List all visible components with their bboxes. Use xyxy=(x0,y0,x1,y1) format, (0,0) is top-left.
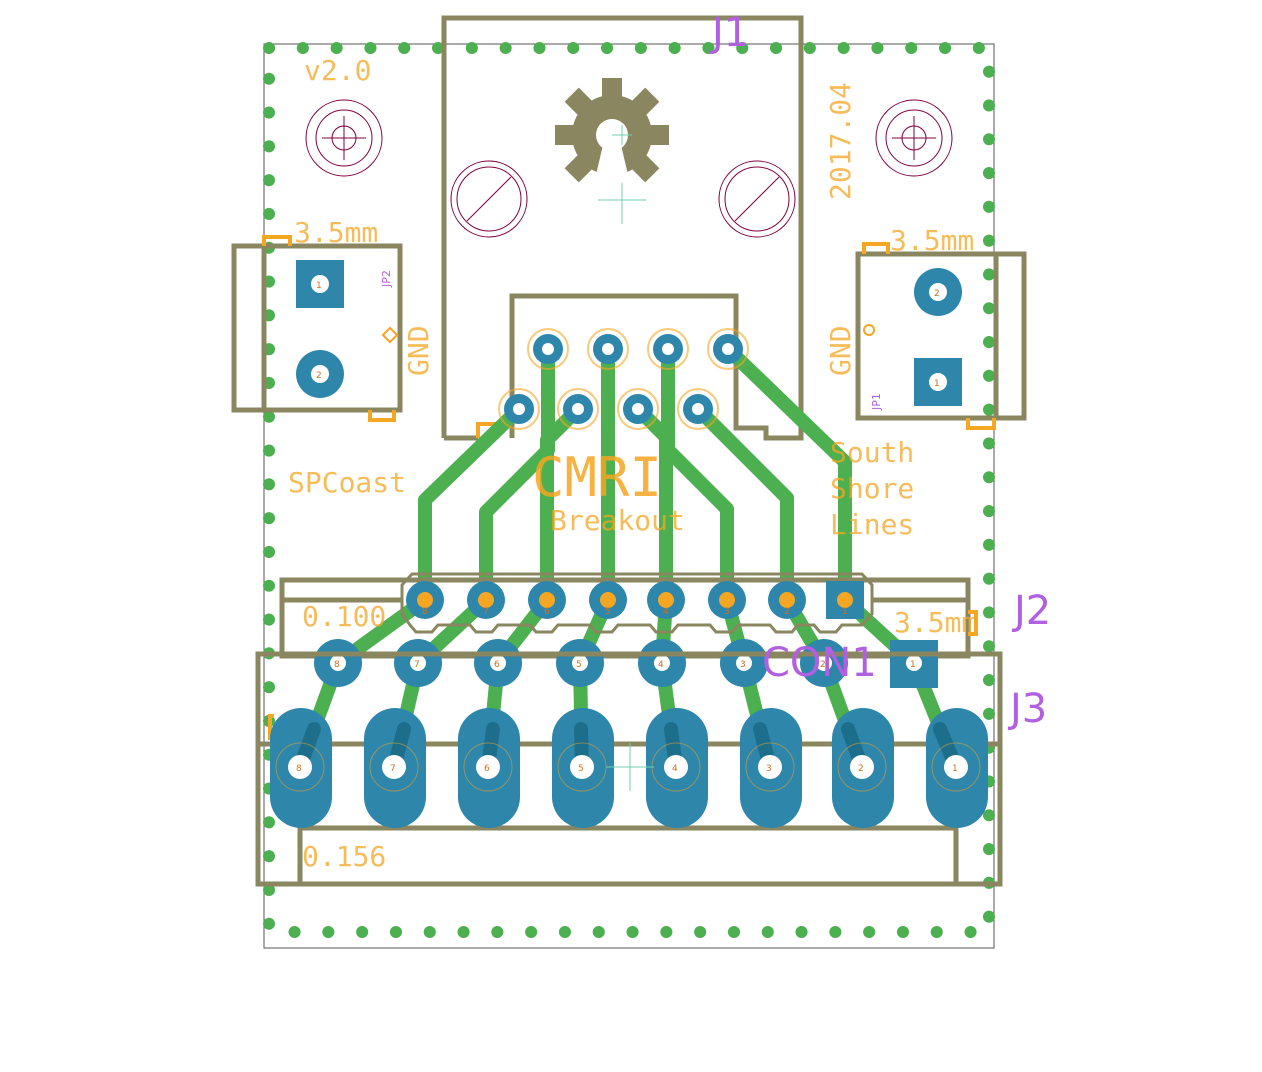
brand-right-line-1: South xyxy=(830,436,914,469)
brand-left-label: SPCoast xyxy=(288,466,406,499)
svg-text:1: 1 xyxy=(842,607,848,617)
gnd-left-label: GND xyxy=(402,325,435,376)
trace-1 xyxy=(418,402,526,607)
jp1-marker xyxy=(863,324,875,336)
svg-text:5: 5 xyxy=(605,607,611,617)
jp1-key-bottom xyxy=(966,418,996,430)
board-edge xyxy=(263,43,995,949)
jp2-refdes: JP2 xyxy=(380,270,393,288)
j3-pads xyxy=(270,708,988,828)
j3-key xyxy=(268,714,274,740)
date-label: 2017.04 xyxy=(824,82,857,200)
trace-2 xyxy=(479,342,555,607)
trace-8 xyxy=(721,342,852,607)
con1-pads xyxy=(314,639,938,688)
jp1-refdes: JP1 xyxy=(870,393,883,411)
jp2-flange xyxy=(231,243,267,413)
j1-outline xyxy=(441,15,804,441)
mount-hole-top-left xyxy=(305,99,383,177)
brand-right-line-2: Shore xyxy=(830,472,914,505)
j1-pad-row-bottom xyxy=(498,388,719,430)
jp1-pin-1-label: 1 xyxy=(934,379,940,389)
jp2-pin-2-label: 2 xyxy=(316,371,322,381)
jp2-marker xyxy=(381,326,399,344)
svg-text:7: 7 xyxy=(483,607,489,617)
trace-7 xyxy=(691,402,794,607)
mount-hole-top-right xyxy=(875,99,953,177)
svg-text:2: 2 xyxy=(820,660,826,670)
header-pitch-label: 0.100 xyxy=(302,600,386,633)
board-subtitle: Breakout xyxy=(550,504,685,537)
svg-text:3: 3 xyxy=(724,607,730,617)
j2-refdes: J2 xyxy=(1011,588,1051,634)
header-pads xyxy=(406,581,864,619)
jp1-pin-2-label: 2 xyxy=(934,289,940,299)
svg-text:6: 6 xyxy=(494,660,500,670)
svg-text:4: 4 xyxy=(672,764,678,774)
jp1-jack: 2 1 JP1 xyxy=(855,242,1027,430)
j1-pads xyxy=(498,328,749,430)
j3-outline xyxy=(255,651,1003,887)
gear-logo-icon xyxy=(555,78,669,183)
svg-text:3: 3 xyxy=(766,764,772,774)
svg-text:4: 4 xyxy=(658,660,664,670)
svg-text:5: 5 xyxy=(576,660,582,670)
j1-mount-hole-left xyxy=(450,160,528,238)
header-silk-outline xyxy=(400,572,874,634)
gnd-right-label: GND xyxy=(824,325,857,376)
svg-text:6: 6 xyxy=(544,607,550,617)
j2-size-label: 3.5mm xyxy=(894,606,978,639)
jp1-size-label: 3.5mm xyxy=(890,224,974,257)
svg-text:5: 5 xyxy=(578,764,584,774)
svg-text:7: 7 xyxy=(390,764,396,774)
svg-text:2: 2 xyxy=(858,764,864,774)
version-label: v2.0 xyxy=(304,54,371,87)
svg-text:4: 4 xyxy=(663,607,669,617)
j3-pin-numbers: 8 7 6 5 4 3 2 1 xyxy=(296,764,958,774)
j1-mount-hole-right xyxy=(718,160,796,238)
svg-text:8: 8 xyxy=(422,607,428,617)
j1-pad-row-top xyxy=(527,328,749,370)
jp2-pin-1-label: 1 xyxy=(316,281,322,291)
con1-refdes: CON1 xyxy=(762,640,877,686)
j2-key xyxy=(968,610,978,636)
j3-drills xyxy=(275,742,981,792)
trace-6 xyxy=(661,342,734,607)
header-pin-numbers: 8 7 6 5 4 3 2 1 xyxy=(422,607,848,617)
jp2-size-label: 3.5mm xyxy=(294,216,378,249)
svg-text:2: 2 xyxy=(784,607,790,617)
via-stitch-border xyxy=(263,42,995,938)
jp2-key-top xyxy=(262,235,292,246)
svg-text:1: 1 xyxy=(910,660,916,670)
j3-refdes: J3 xyxy=(1007,686,1047,732)
jp2-jack: 1 2 JP2 xyxy=(231,235,403,422)
board-title: CMRI xyxy=(532,446,662,509)
svg-text:6: 6 xyxy=(484,764,490,774)
jp2-key-bottom xyxy=(368,410,396,422)
svg-text:8: 8 xyxy=(334,660,340,670)
jp1-flange xyxy=(993,251,1027,421)
con1-pin-numbers: 8 7 6 5 4 3 2 1 xyxy=(334,660,916,670)
brand-right-line-3: Lines xyxy=(830,508,914,541)
svg-text:3: 3 xyxy=(740,660,746,670)
terminal-pitch-label: 0.156 xyxy=(302,840,386,873)
j1-refdes: J1 xyxy=(709,10,749,56)
svg-text:1: 1 xyxy=(952,764,958,774)
svg-text:8: 8 xyxy=(296,764,302,774)
jp1-key-top xyxy=(862,242,890,254)
svg-text:7: 7 xyxy=(414,660,420,670)
